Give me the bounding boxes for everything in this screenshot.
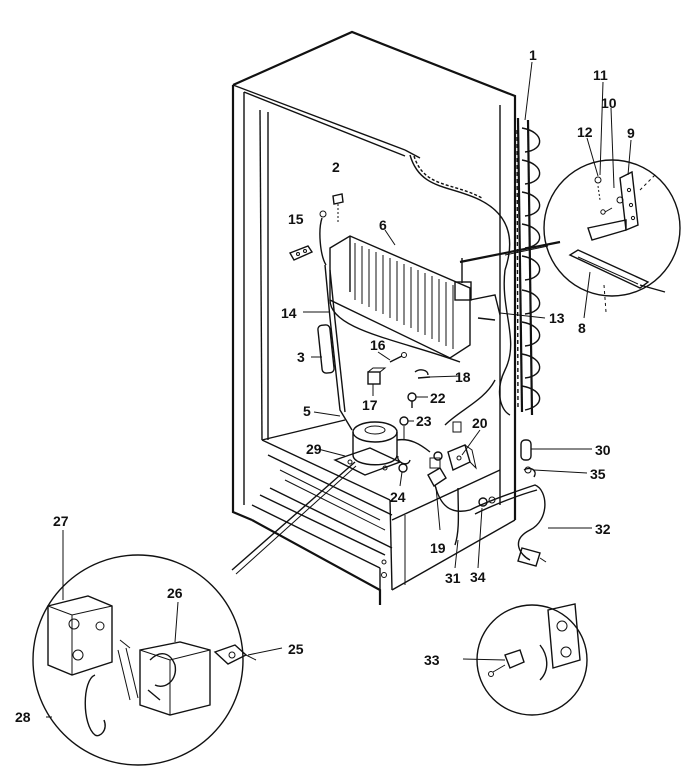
compressor (333, 421, 431, 476)
callout-20: 20 (472, 415, 488, 431)
tube-lead (459, 240, 561, 264)
refrigerant-tubing (409, 154, 512, 426)
callout-23: 23 (416, 413, 432, 429)
callout-22: 22 (430, 390, 446, 406)
callout-8: 8 (578, 320, 586, 336)
callout-31: 31 (445, 570, 461, 586)
callout-25: 25 (288, 641, 304, 657)
callout-24: 24 (390, 489, 406, 505)
callout-28: 28 (15, 709, 31, 725)
detail-circle-relay (32, 461, 357, 766)
callout-11: 11 (593, 67, 608, 83)
callout-6: 6 (379, 217, 387, 233)
callout-1: 1 (529, 47, 537, 63)
power-cord (454, 439, 547, 567)
callout-2: 2 (332, 159, 340, 175)
callout-12: 12 (577, 124, 593, 140)
callout-27: 27 (53, 513, 69, 529)
callout-26: 26 (167, 585, 183, 601)
relay-box (427, 421, 477, 512)
callout-9: 9 (627, 125, 635, 141)
callout-3: 3 (297, 349, 305, 365)
callout-29: 29 (306, 441, 322, 457)
left-tubing (288, 193, 353, 431)
detail-circle-outlet (476, 603, 588, 716)
callout-13: 13 (549, 310, 565, 326)
cabinet (231, 30, 517, 605)
callout-10: 10 (601, 95, 617, 111)
callout-30: 30 (595, 442, 611, 458)
evaporator-assembly (329, 235, 501, 363)
condenser-coil (516, 117, 541, 416)
callout-5: 5 (303, 403, 311, 419)
callout-35: 35 (590, 466, 606, 482)
callout-18: 18 (455, 369, 471, 385)
callout-16: 16 (370, 337, 386, 353)
callout-19: 19 (430, 540, 446, 556)
callout-33: 33 (424, 652, 440, 668)
callout-14: 14 (281, 305, 297, 321)
detail-circle-bracket (543, 159, 681, 313)
small-hardware (367, 352, 431, 473)
callout-34: 34 (470, 569, 486, 585)
callout-15: 15 (288, 211, 304, 227)
callout-17: 17 (362, 397, 378, 413)
leader-lines (46, 61, 632, 718)
callout-32: 32 (595, 521, 611, 537)
callouts: 1 2 3 5 6 8 9 10 11 12 13 14 15 16 17 18… (15, 47, 635, 725)
